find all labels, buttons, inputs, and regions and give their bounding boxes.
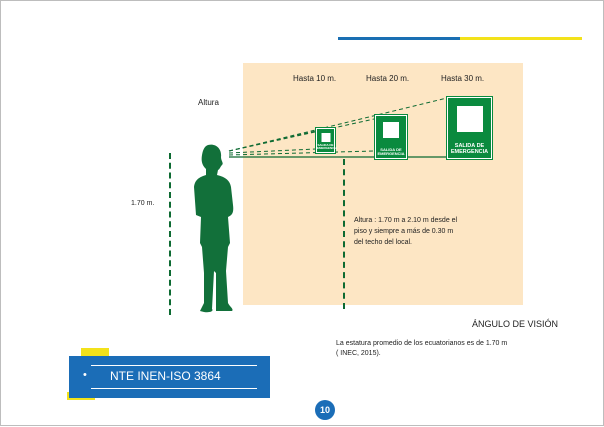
standard-band: • NTE INEN-ISO 3864 — [69, 356, 270, 398]
distance-label-20: Hasta 20 m. — [366, 74, 410, 83]
section-title: ÁNGULO DE VISIÓN — [472, 319, 559, 329]
section-body: La estatura promedio de los ecuatorianos… — [336, 340, 508, 357]
height-indicator-line — [169, 153, 171, 315]
band-bullet: • — [83, 369, 87, 381]
height-note: Altura : 1.70 m a 2.10 m desde el piso y… — [354, 217, 458, 246]
distance-label-10: Hasta 10 m. — [293, 74, 337, 83]
top-accent-blue — [338, 37, 460, 40]
distance-label-30: Hasta 30 m. — [441, 74, 485, 83]
top-accent-yellow — [460, 37, 582, 40]
altura-label: Altura — [198, 98, 219, 107]
page-number-badge: 10 — [315, 400, 335, 420]
footer-accent-yellow-top — [81, 348, 109, 358]
exit-sign-small: SALIDA DE EMERGENCIA — [315, 127, 337, 154]
height-label: 1.70 m. — [131, 200, 155, 207]
person-silhouette-icon — [194, 144, 234, 313]
standard-label: NTE INEN-ISO 3864 — [110, 369, 221, 383]
floor-indicator-line — [343, 159, 345, 309]
